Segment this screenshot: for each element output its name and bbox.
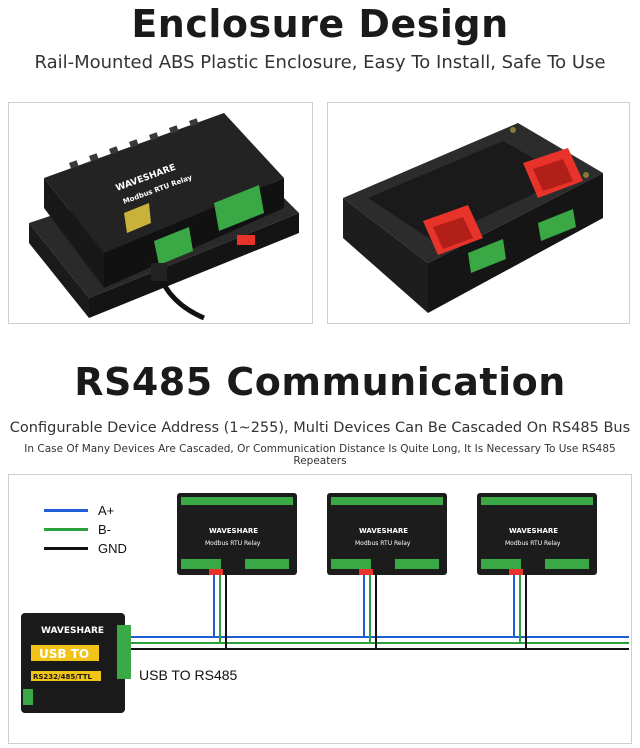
- enclosure-title: Enclosure Design: [131, 2, 509, 46]
- wiring-diagram: WAVESHARE Modbus RTU Relay WAVESHARE Mod…: [8, 474, 632, 744]
- legend-item-b-minus: B-: [44, 522, 111, 537]
- enclosure-subtitle: Rail-Mounted ABS Plastic Enclosure, Easy…: [34, 52, 606, 73]
- device2-brand: WAVESHARE: [359, 527, 408, 535]
- legend-label: B-: [98, 522, 111, 537]
- enclosure-photo-back: [327, 102, 630, 324]
- usb-converter: [21, 613, 131, 713]
- usb-to-rs485-caption: USB TO RS485: [139, 667, 238, 683]
- legend-label: GND: [98, 541, 127, 556]
- device1-model: Modbus RTU Relay: [205, 540, 261, 547]
- relay-device-1: [177, 493, 297, 575]
- converter-subtitle: RS232/485/TTL: [33, 673, 92, 681]
- converter-title: USB TO: [39, 647, 89, 661]
- relay-module-front-illustration: WAVESHARE Modbus RTU Relay: [29, 113, 299, 321]
- rs485-subtitle: Configurable Device Address (1~255), Mul…: [9, 420, 631, 436]
- rs485-note: In Case Of Many Devices Are Cascaded, Or…: [24, 443, 616, 467]
- legend-item-a-plus: A+: [44, 503, 114, 518]
- enclosure-photo-front: WAVESHARE Modbus RTU Relay: [8, 102, 313, 324]
- legend-line-green: [44, 528, 88, 531]
- bus-wiring-lines: WAVESHARE Modbus RTU Relay WAVESHARE Mod…: [21, 493, 629, 713]
- legend-item-gnd: GND: [44, 541, 127, 556]
- rs485-title: RS485 Communication: [74, 360, 566, 404]
- device3-brand: WAVESHARE: [509, 527, 558, 535]
- device2-model: Modbus RTU Relay: [355, 540, 411, 547]
- legend-line-black: [44, 547, 88, 550]
- relay-device-2: [327, 493, 447, 575]
- device1-brand: WAVESHARE: [209, 527, 258, 535]
- converter-brand: WAVESHARE: [41, 626, 104, 636]
- relay-device-3: [477, 493, 597, 575]
- relay-module-back-illustration: [343, 123, 603, 313]
- legend-label: A+: [98, 503, 115, 518]
- legend-line-blue: [44, 509, 88, 512]
- device3-model: Modbus RTU Relay: [505, 540, 561, 547]
